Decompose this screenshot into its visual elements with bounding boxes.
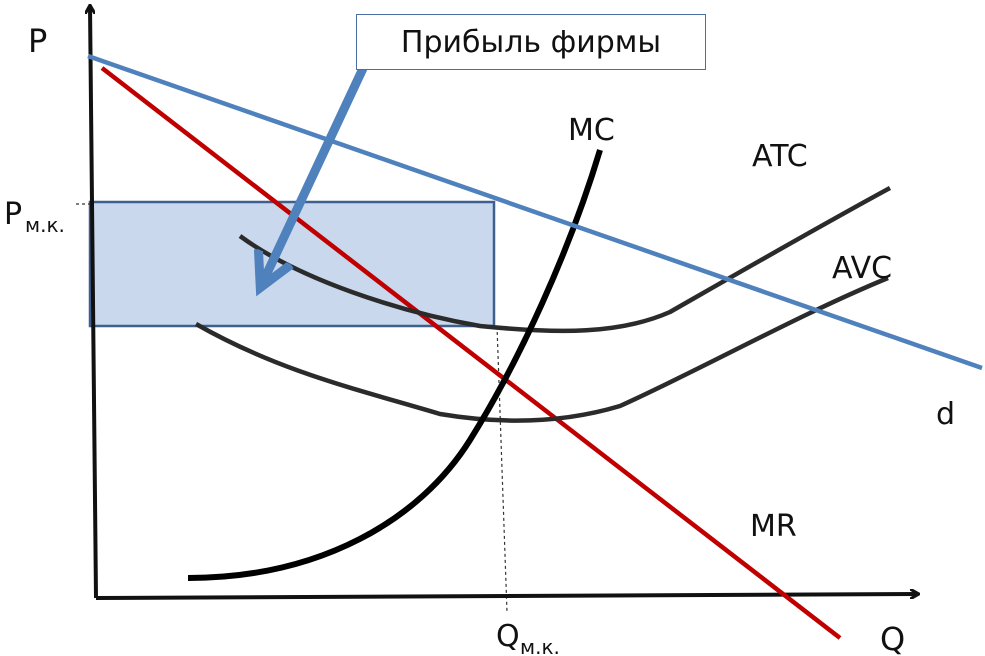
y-axis [90,6,98,599]
mc-curve [187,149,603,581]
mr-label: MR [750,509,797,544]
atc-label: ATC [752,139,808,174]
q-guide-line [496,325,508,613]
y-axis-label: P [28,22,47,60]
price-label-main: P [4,197,22,232]
profit-callout-text: Прибыль фирмы [400,24,662,60]
callout-arrow [262,60,371,284]
mr-line [100,66,842,640]
demand-label: d [936,397,955,432]
quantity-label-main: Q [496,619,520,654]
demand-line [87,53,983,371]
mc-label: MC [568,113,615,148]
x-axis-label: Q [880,620,905,656]
avc-label: AVC [832,251,892,286]
x-axis [95,594,918,600]
quantity-label-sub: м.к. [520,635,560,656]
atc-curve [238,186,892,334]
avc-curve [194,275,889,423]
profit-callout: Прибыль фирмы [356,14,706,70]
price-label-sub: м.к. [25,213,65,237]
